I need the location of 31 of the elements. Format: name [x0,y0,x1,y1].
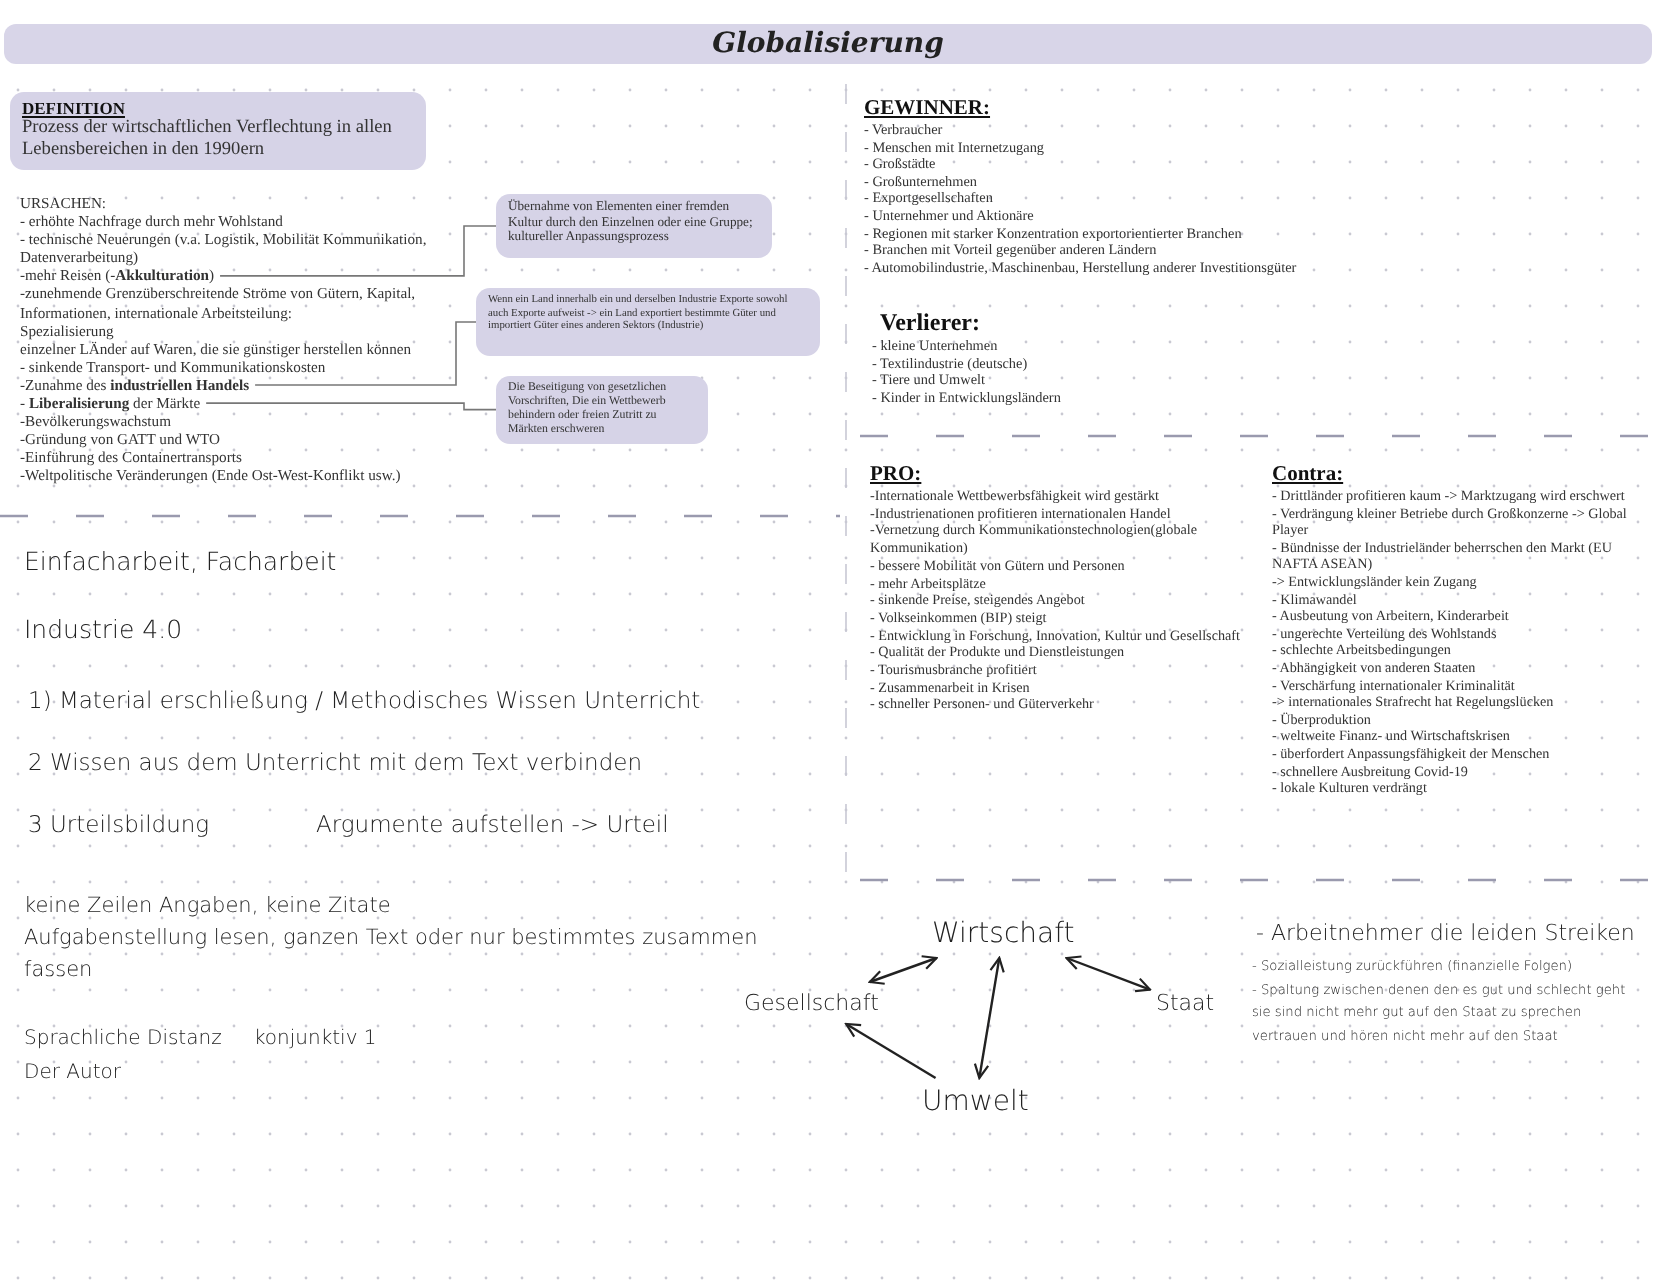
arrow [845,1022,937,1080]
handwritten-note: Industrie 4.0 [24,614,183,646]
definition-box [10,92,426,170]
mind-map-word: Staat [1156,988,1215,1018]
handwritten-note: - Arbeitnehmer die leiden Streiken [1256,918,1635,950]
arrow [868,955,938,985]
handwritten-note: 2 Wissen aus dem Unterricht mit dem Text verbinden [28,748,642,778]
mind-map-word: Umwelt [922,1084,1029,1120]
section-heading: GEWINNER: [864,98,991,122]
handwritten-note: Sprachliche Distanz [24,1026,222,1054]
handwritten-note: Der Autor [24,1060,121,1088]
leader-line [219,225,497,277]
handwritten-note: Argumente aufstellen -> Urteil [316,810,669,840]
mind-map-word: Wirtschaft [932,916,1075,952]
handwritten-note: 3 Urteilsbildung [28,810,210,840]
arrow [973,956,1005,1080]
mind-map-word: Gesellschaft [744,988,879,1018]
handwritten-note: Aufgabenstellung lesen, ganzen Text oder nur bestimmtes zusammen fassen [24,924,760,986]
handwritten-note: Einfacharbeit, Facharbeit [24,546,337,578]
section-heading: Contra: [1272,464,1344,488]
leader-line [205,402,497,411]
handwritten-note: 1) Material erschließung / Methodisches Wissen Unterricht [28,686,701,716]
definition-text: Prozess der wirtschaftlichen Verflechtung in allen Lebensbereichen in den 1990ern [22,118,394,160]
section-heading: Verlierer: [880,308,980,336]
section-heading: PRO: [870,464,922,488]
page-title: Globalisierung [712,28,944,60]
handwritten-note: konjunktiv 1 [254,1026,377,1054]
box-heading: DEFINITION [22,98,127,118]
leader-line [254,321,477,386]
handwritten-note: keine Zeilen Angaben, keine Zitate [24,892,391,922]
arrow [1065,955,1152,993]
